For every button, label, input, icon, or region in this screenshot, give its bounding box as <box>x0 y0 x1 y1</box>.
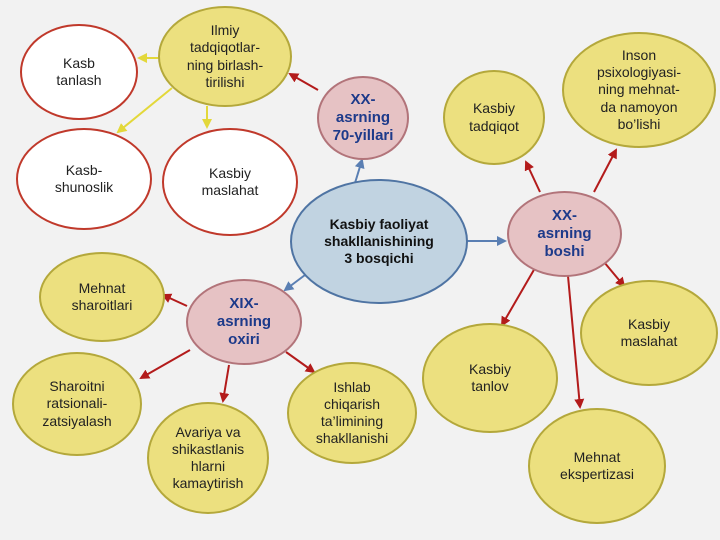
node-kasbshunoslik: Kasb- shunoslik <box>16 128 152 230</box>
era-node-late-19th: XIX- asrning oxiri <box>186 279 302 365</box>
arrow-late-19th-to-avariya <box>219 364 230 403</box>
node-label: Sharoitni ratsionali- zatsiyalash <box>42 378 112 429</box>
arrow-early-20th-to-tanlov <box>500 267 536 327</box>
node-label: Kasbiy tanlov <box>468 360 512 394</box>
arrow-late-19th-to-ishlab <box>285 351 316 374</box>
node-mehnat-ekspertizasi: Mehnat ekspertizasi <box>528 408 666 524</box>
era-node-early-20th: XX- asrning boshi <box>507 191 622 277</box>
node-inson-psixologiyasi: Inson psixologiyasi- ning mehnat- da nam… <box>562 32 716 148</box>
node-label: Avariya va shikastlanis hlarni kamaytiri… <box>171 423 245 492</box>
arrow-early-20th-to-tadqiqot <box>524 160 541 193</box>
node-kasbiy-tadqiqot: Kasbiy tadqiqot <box>443 70 545 165</box>
node-avariya: Avariya va shikastlanis hlarni kamaytiri… <box>147 402 269 514</box>
node-label: Mehnat ekspertizasi <box>560 448 634 482</box>
arrow-early-20th-to-inson <box>593 148 617 193</box>
era-node-1970s: XX- asrning 70-yillari <box>317 76 409 160</box>
node-ilmiy-tadqiqotlar: Ilmiy tadqiqotlar- ning birlash- tirilis… <box>158 6 292 107</box>
node-ishlab-chiqarish: Ishlab chiqarish ta’limining shakllanish… <box>287 362 417 464</box>
center-node: Kasbiy faoliyat shakllanishining 3 bosqi… <box>290 179 468 304</box>
node-kasbiy-maslahat-right: Kasbiy maslahat <box>580 280 718 386</box>
node-label: Kasbiy maslahat <box>201 164 259 198</box>
node-label: Kasb tanlash <box>56 54 102 88</box>
arrow-late-19th-to-sharoitlari <box>161 293 188 307</box>
arrow-ilmiy-to-kasbshunoslik <box>116 87 173 134</box>
arrow-early-20th-to-ekspertiza <box>567 275 585 409</box>
node-kasb-tanlash: Kasb tanlash <box>20 24 138 120</box>
arrow-center-to-70s <box>354 158 365 184</box>
node-mehnat-sharoitlari: Mehnat sharoitlari <box>39 252 165 342</box>
era-label-late-19th: XIX- asrning oxiri <box>216 294 272 349</box>
era-label-1970s: XX- asrning 70-yillari <box>332 90 394 145</box>
node-kasbiy-tanlov: Kasbiy tanlov <box>422 323 558 433</box>
node-label: Kasb- shunoslik <box>54 161 114 195</box>
node-label: Kasbiy tadqiqot <box>469 100 519 134</box>
arrow-late-19th-to-sharoitni <box>139 349 191 379</box>
arrow-early-20th-to-maslahat <box>603 261 626 288</box>
node-sharoitni-ratsionalizatsiyalash: Sharoitni ratsionali- zatsiyalash <box>12 352 142 456</box>
era-label-early-20th: XX- asrning boshi <box>537 206 592 261</box>
node-label: Ilmiy tadqiqotlar- ning birlash- tirilis… <box>186 22 264 90</box>
arrow-center-to-late-19th <box>283 274 306 292</box>
center-label: Kasbiy faoliyat shakllanishining 3 bosqi… <box>324 215 434 267</box>
node-label: Mehnat sharoitlari <box>71 279 133 313</box>
arrow-70s-to-ilmiy <box>288 73 319 91</box>
node-label: Kasbiy maslahat <box>620 315 678 349</box>
node-label: Inson psixologiyasi- ning mehnat- da nam… <box>596 47 682 132</box>
node-label: Ishlab chiqarish ta’limining shakllanish… <box>315 378 389 447</box>
node-kasbiy-maslahat-top: Kasbiy maslahat <box>162 128 298 236</box>
